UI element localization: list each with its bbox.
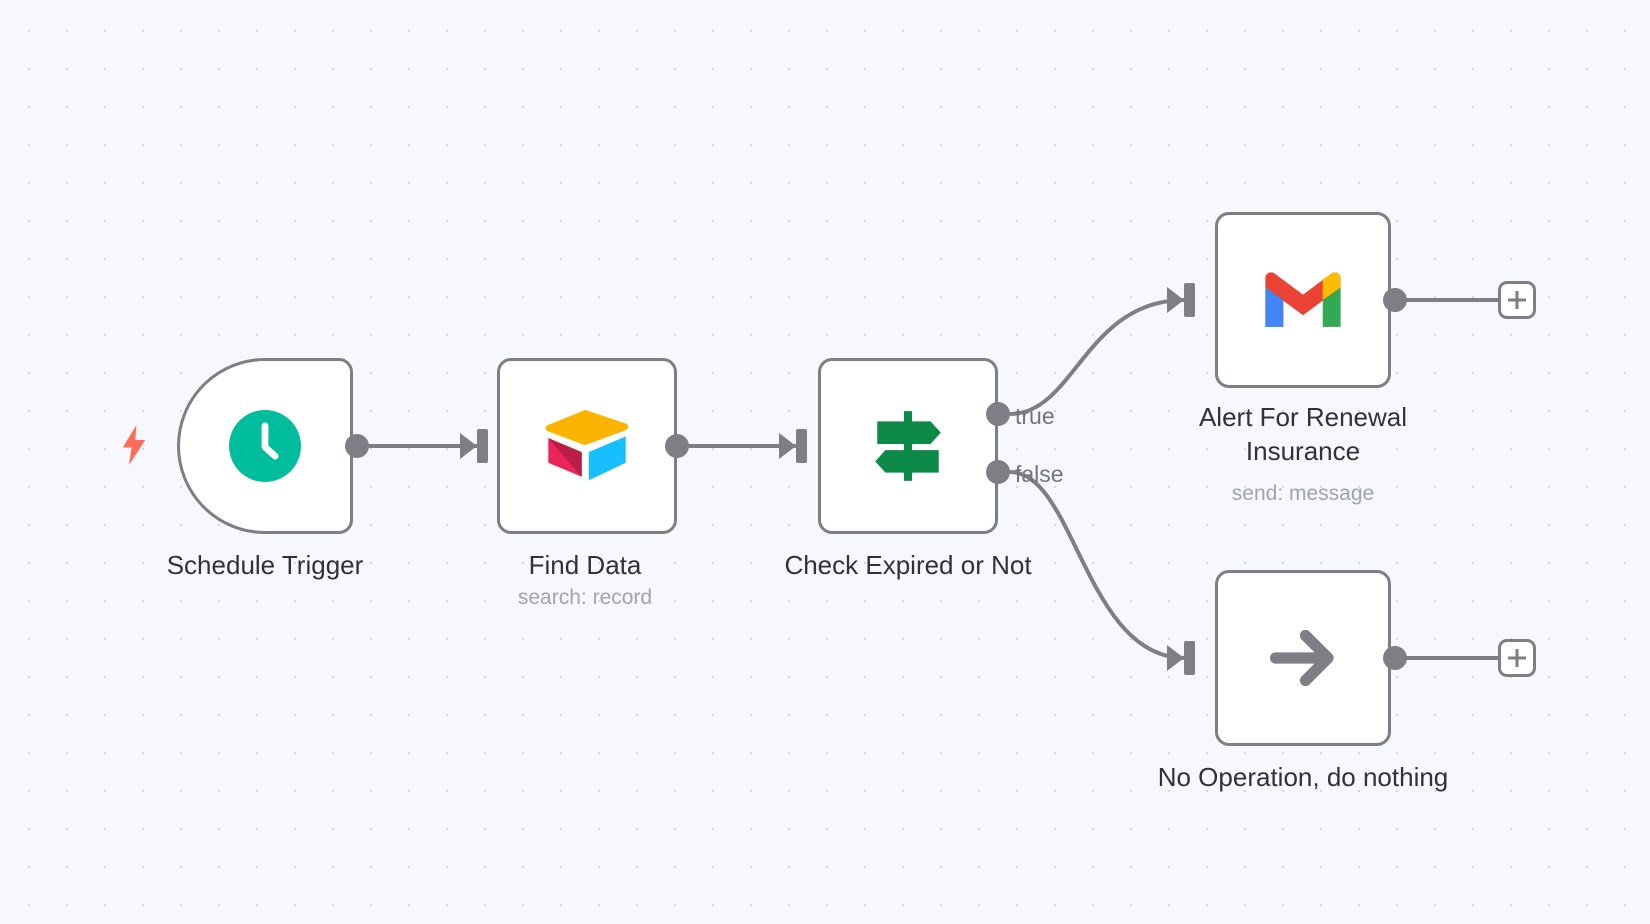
trigger-bolt-icon [119,424,149,466]
check-expired-input-arrow [779,433,796,459]
add-node-button-after-noop[interactable] [1498,639,1536,677]
node-no-operation-do-nothing[interactable] [1215,570,1391,746]
node-title-find-data: Find Data [528,550,642,580]
node-schedule-trigger[interactable] [177,358,353,534]
check-expired-output-port-true[interactable] [986,402,1010,426]
output-label-true: true [1015,403,1055,429]
gmail-input-arrow [1167,287,1184,313]
node-alert-for-renewal-insurance[interactable] [1215,212,1391,388]
find-data-output-port[interactable] [665,434,689,458]
arrow-right-icon [1263,618,1343,698]
node-check-expired-or-not[interactable] [818,358,998,534]
schedule-trigger-output-port[interactable] [345,434,369,458]
gmail-output-port[interactable] [1383,288,1407,312]
edge-if-true-to-gmail [1009,298,1186,416]
output-label-false: false [1015,461,1064,487]
node-subtitle-find-data: search: record [517,586,653,609]
find-data-input-port[interactable] [477,429,488,463]
node-title-alert-for-renewal-insurance: Alert For Renewal Insurance [1198,402,1408,467]
airtable-icon [543,408,631,484]
noop-input-arrow [1167,645,1184,671]
gmail-icon [1260,267,1346,333]
find-data-input-arrow [460,433,477,459]
node-subtitle-alert-for-renewal-insurance: send: message [1231,482,1375,505]
signpost-icon [867,405,949,487]
node-title-schedule-trigger: Schedule Trigger [166,550,364,580]
node-title-no-operation-do-nothing: No Operation, do nothing [1157,762,1449,792]
add-node-button-after-gmail[interactable] [1498,281,1536,319]
clock-icon [229,410,301,482]
noop-input-port[interactable] [1184,641,1195,675]
edge-if-false-to-noop [1009,470,1186,660]
check-expired-output-port-false[interactable] [986,460,1010,484]
noop-output-port[interactable] [1383,646,1407,670]
node-find-data[interactable] [497,358,677,534]
gmail-input-port[interactable] [1184,283,1195,317]
node-title-check-expired-or-not: Check Expired or Not [784,550,1032,580]
check-expired-input-port[interactable] [796,429,807,463]
